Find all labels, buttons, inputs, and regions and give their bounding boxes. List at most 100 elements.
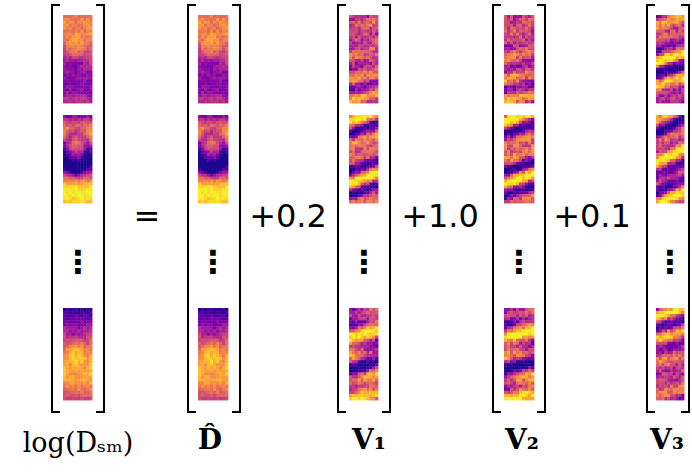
heatmap-cell bbox=[78, 382, 81, 385]
heatmap-cell bbox=[201, 97, 204, 100]
heatmap-cell bbox=[219, 30, 222, 33]
heatmap-cell bbox=[78, 165, 81, 168]
heatmap-cell bbox=[89, 59, 92, 62]
heatmap-cell bbox=[352, 65, 355, 68]
heatmap-cell bbox=[80, 385, 83, 388]
heatmap-cell bbox=[198, 24, 201, 27]
heatmap-cell bbox=[75, 177, 78, 180]
heatmap-cell bbox=[219, 153, 222, 156]
heatmap-cell bbox=[372, 21, 375, 24]
heatmap-cell bbox=[201, 130, 204, 133]
heatmap-cell bbox=[80, 56, 83, 59]
heatmap-cell bbox=[75, 18, 78, 21]
heatmap-cell bbox=[210, 177, 213, 180]
heatmap-cell bbox=[198, 329, 201, 332]
heatmap-cell bbox=[78, 59, 81, 62]
heatmap-cell bbox=[204, 30, 207, 33]
heatmap-cell bbox=[201, 357, 204, 360]
heatmap-cell bbox=[198, 144, 201, 147]
heatmap-cell bbox=[213, 342, 216, 345]
heatmap-cell bbox=[201, 326, 204, 329]
heatmap-cell bbox=[204, 115, 207, 118]
heatmap-cell bbox=[222, 56, 225, 59]
heatmap-cell bbox=[63, 33, 66, 36]
heatmap-cell bbox=[63, 21, 66, 24]
heatmap-cell bbox=[369, 56, 372, 59]
heatmap-cell bbox=[83, 24, 86, 27]
heatmap-cell bbox=[89, 385, 92, 388]
heatmap-cell bbox=[69, 138, 72, 141]
heatmap-cell bbox=[222, 329, 225, 332]
heatmap-cell bbox=[89, 177, 92, 180]
heatmap-cell bbox=[349, 53, 352, 56]
heatmap-cell bbox=[201, 314, 204, 317]
heatmap-cell bbox=[89, 329, 92, 332]
heatmap-cell bbox=[213, 71, 216, 74]
heatmap-cell bbox=[216, 136, 219, 139]
heatmap-cell bbox=[364, 33, 367, 36]
heatmap-cell bbox=[219, 360, 222, 363]
heatmap-cell bbox=[358, 65, 361, 68]
heatmap-cell bbox=[78, 50, 81, 53]
heatmap-cell bbox=[69, 366, 72, 369]
heatmap-cell bbox=[201, 354, 204, 357]
heatmap-cell bbox=[213, 21, 216, 24]
heatmap-cell bbox=[198, 136, 201, 139]
heatmap-cell bbox=[78, 41, 81, 44]
heatmap-cell bbox=[375, 38, 378, 41]
heatmap-cell bbox=[89, 100, 92, 103]
heatmap-cell bbox=[201, 15, 204, 18]
heatmap-cell bbox=[83, 308, 86, 311]
heatmap-cell bbox=[78, 15, 81, 18]
heatmap-cell bbox=[86, 382, 89, 385]
heatmap-cell bbox=[72, 44, 75, 47]
heatmap-cell bbox=[361, 44, 364, 47]
heatmap-cell bbox=[349, 71, 352, 74]
heatmap-cell bbox=[78, 360, 81, 363]
heatmap-cell bbox=[361, 50, 364, 53]
heatmap-cell bbox=[375, 27, 378, 30]
heatmap-cell bbox=[222, 354, 225, 357]
heatmap-cell bbox=[204, 197, 207, 200]
heatmap-cell bbox=[222, 138, 225, 141]
heatmap-cell bbox=[349, 30, 352, 33]
heatmap-cell bbox=[198, 326, 201, 329]
heatmap-cell bbox=[72, 159, 75, 162]
heatmap-cell bbox=[225, 127, 228, 130]
heatmap-cell bbox=[86, 44, 89, 47]
heatmap-cell bbox=[80, 174, 83, 177]
heatmap-cell bbox=[198, 33, 201, 36]
heatmap-cell bbox=[66, 118, 69, 121]
heatmap-cell bbox=[358, 33, 361, 36]
heatmap-cell bbox=[210, 15, 213, 18]
heatmap-cell bbox=[201, 372, 204, 375]
heatmap-cell bbox=[86, 97, 89, 100]
heatmap-cell bbox=[222, 357, 225, 360]
heatmap-cell bbox=[210, 124, 213, 127]
heatmap-cell bbox=[225, 41, 228, 44]
heatmap-cell bbox=[225, 38, 228, 41]
heatmap-cell bbox=[78, 308, 81, 311]
heatmap-cell bbox=[225, 354, 228, 357]
heatmap-cell bbox=[83, 357, 86, 360]
heatmap-cell bbox=[66, 15, 69, 18]
heatmap-cell bbox=[364, 24, 367, 27]
heatmap-cell bbox=[216, 191, 219, 194]
heatmap-cell bbox=[63, 372, 66, 375]
heatmap-cell bbox=[204, 82, 207, 85]
heatmap-cell bbox=[80, 360, 83, 363]
heatmap-cell bbox=[78, 177, 81, 180]
heatmap-cell bbox=[201, 342, 204, 345]
heatmap-cell bbox=[63, 357, 66, 360]
heatmap-cell bbox=[198, 115, 201, 118]
heatmap-cell bbox=[86, 136, 89, 139]
heatmap-cell bbox=[207, 62, 210, 65]
heatmap-cell bbox=[219, 311, 222, 314]
heatmap-cell bbox=[66, 366, 69, 369]
heatmap-cell bbox=[86, 314, 89, 317]
heatmap-cell bbox=[213, 369, 216, 372]
heatmap-cell bbox=[207, 74, 210, 77]
heatmap-cell bbox=[222, 141, 225, 144]
heatmap-cell bbox=[358, 21, 361, 24]
heatmap-cell bbox=[210, 41, 213, 44]
